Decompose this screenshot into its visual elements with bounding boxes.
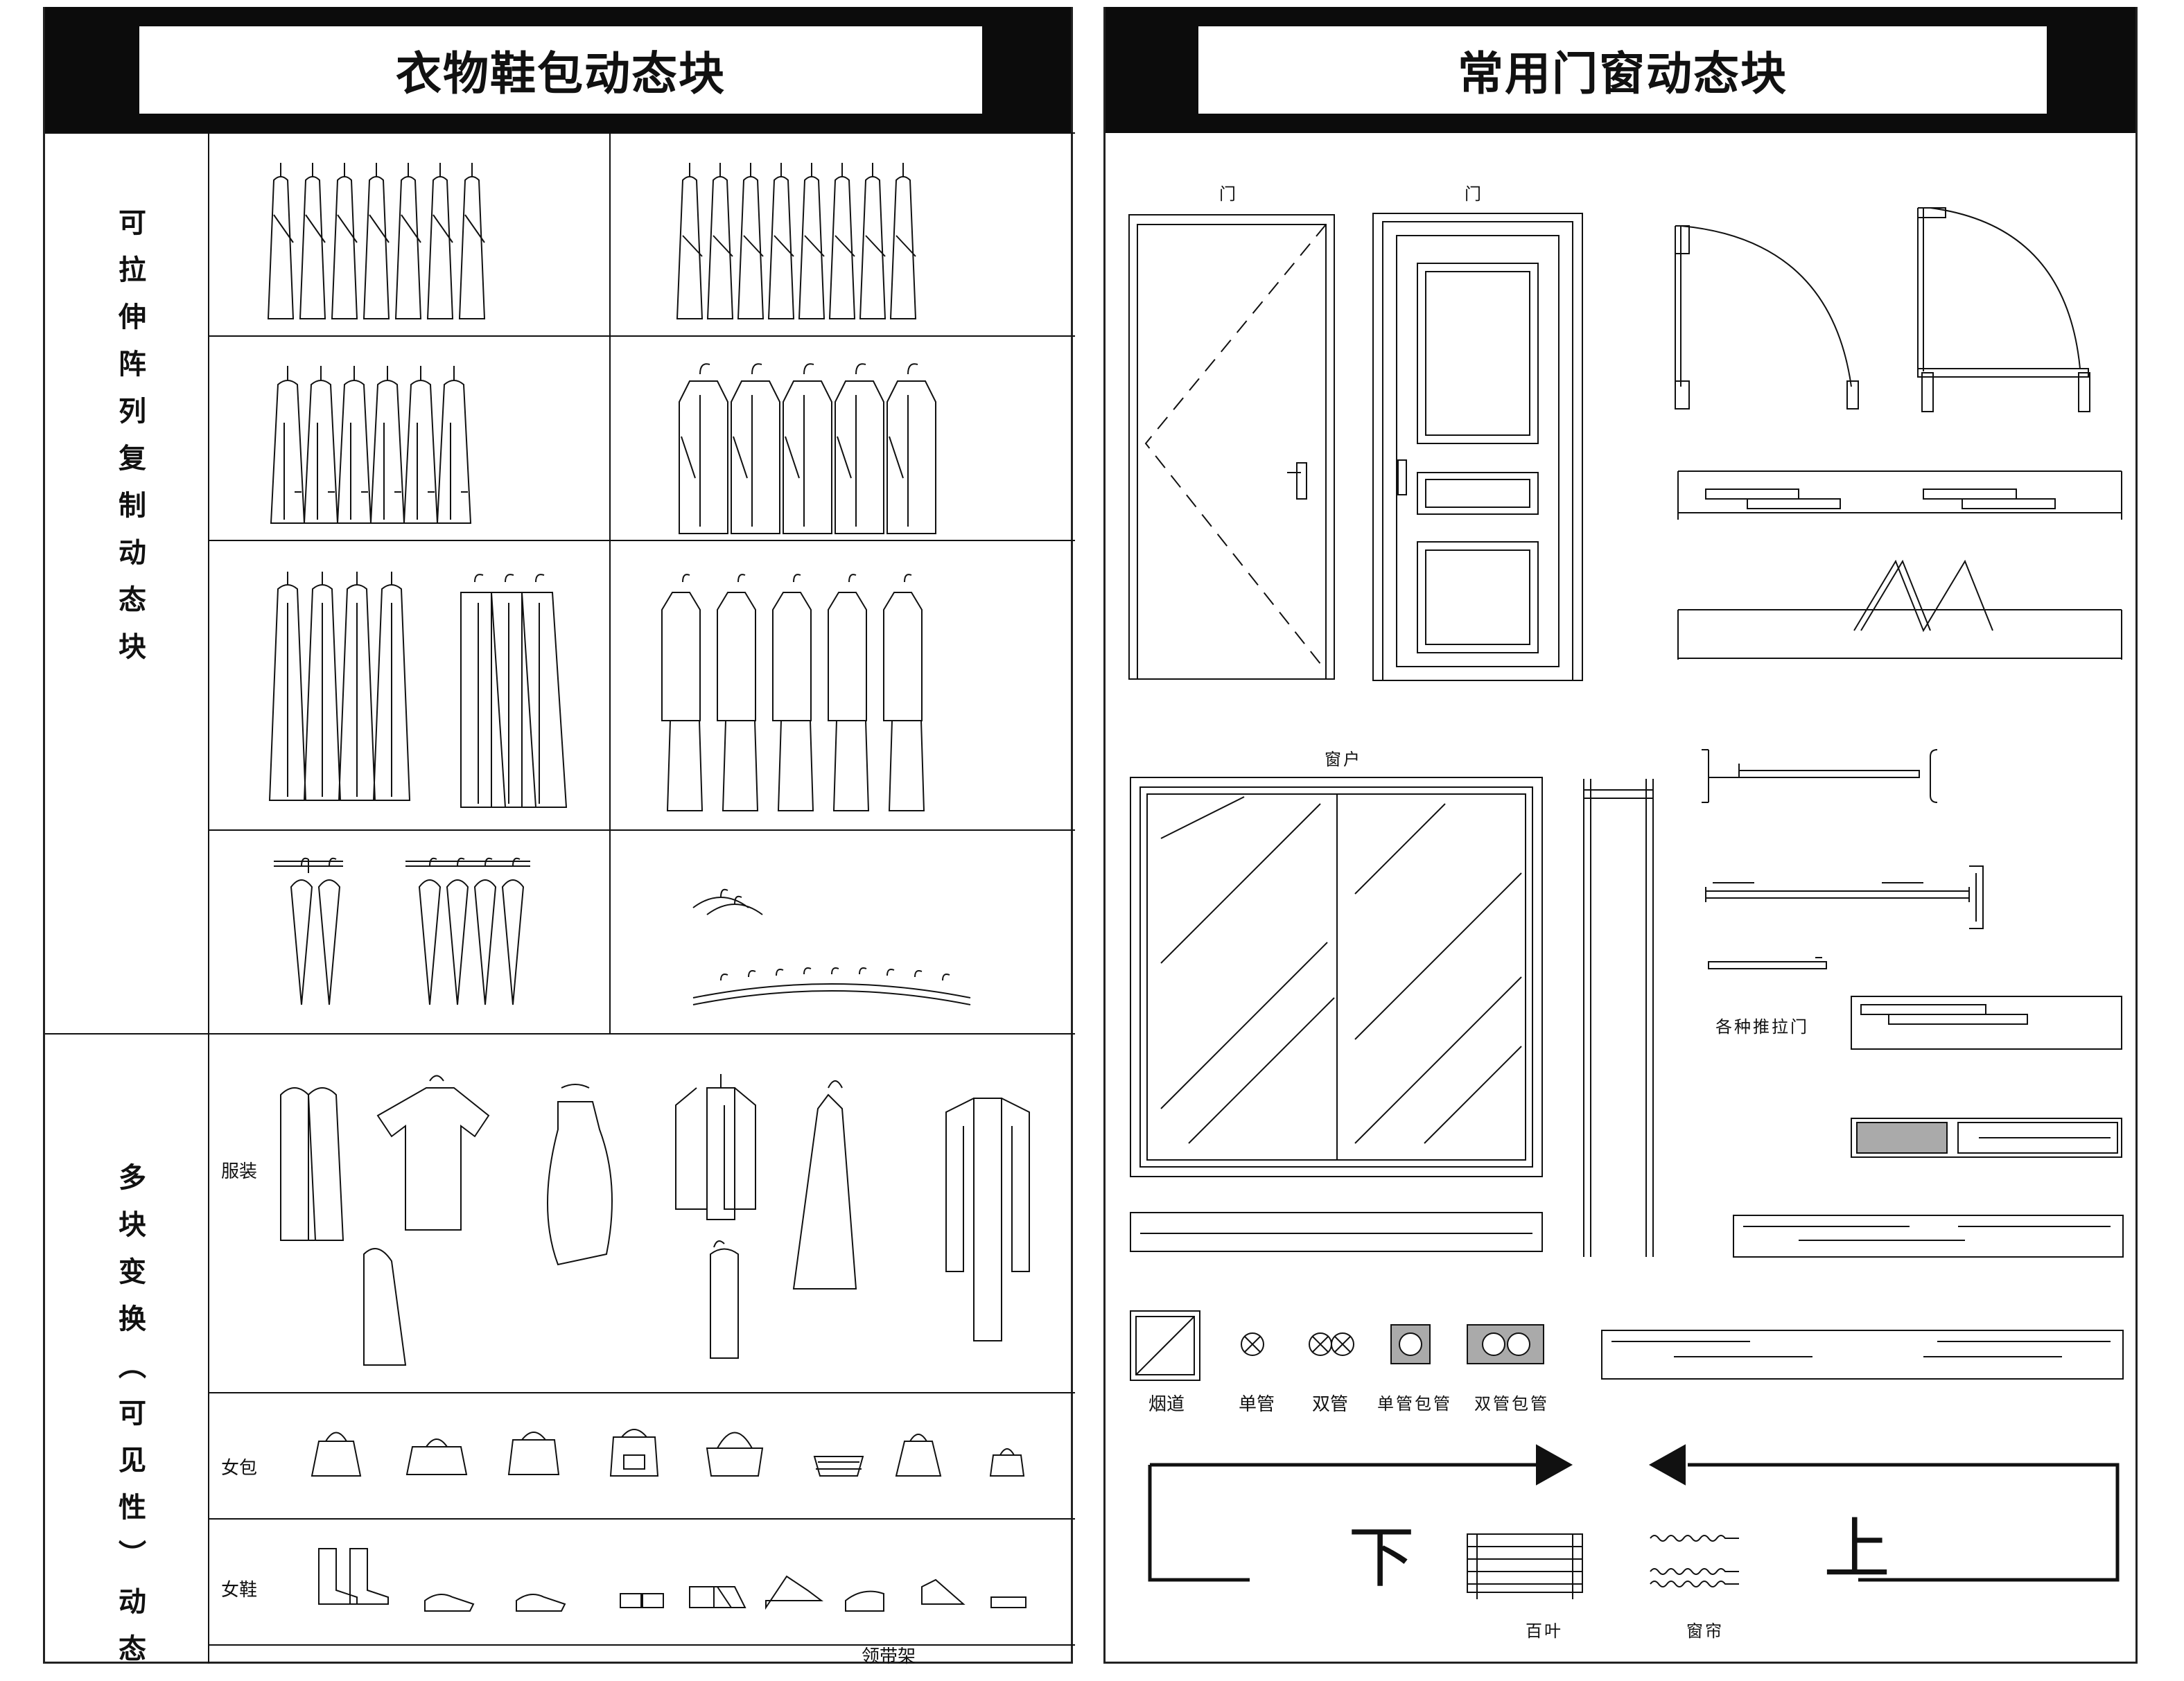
clothing-blocks-grid — [45, 132, 1075, 1664]
stretch-section-text: 可拉伸阵列复制动态块 — [114, 208, 146, 679]
shoes-label: 女鞋 — [221, 1580, 258, 1601]
jackets-row-5 — [679, 363, 936, 534]
swing-door-plan-1 — [1675, 225, 1859, 410]
double-pipe-label: 双管 — [1312, 1394, 1349, 1415]
flue-label: 烟道 — [1148, 1394, 1185, 1415]
window-label: 窗户 — [1325, 750, 1362, 769]
swing-door-plan-2 — [1917, 207, 2090, 412]
clothing-label: 服装 — [221, 1161, 258, 1182]
sliding-doors-label: 各种推拉门 — [1715, 1017, 1809, 1037]
curtain-symbol — [1650, 1535, 1739, 1587]
stairs-up-label: 上 — [1824, 1511, 1890, 1588]
coats-row-6 — [270, 366, 472, 524]
long-coats-row-4 — [268, 572, 411, 801]
clothing-blocks-panel: 衣物鞋包动态块 — [43, 7, 1075, 1681]
door-a-elevation — [1128, 214, 1335, 680]
single-pipe-label: 单管 — [1239, 1394, 1275, 1415]
single-pipe-wrap-label: 单管包管 — [1377, 1394, 1452, 1414]
shoes-row — [318, 1548, 1027, 1612]
suits-row — [661, 574, 925, 811]
blinds-label: 百叶 — [1526, 1621, 1563, 1641]
visibility-section-text: 多块变换（可见性）动态 — [114, 1163, 146, 1681]
left-panel-title: 衣物鞋包动态块 — [139, 26, 982, 114]
trousers-row-3 — [460, 574, 568, 808]
garment-bags-row-7 — [267, 163, 486, 319]
handbags-label: 女包 — [221, 1458, 258, 1479]
curtain-label: 窗帘 — [1686, 1621, 1724, 1641]
garment-bags-row-8 — [676, 163, 917, 319]
right-panel-title: 常用门窗动态块 — [1198, 26, 2047, 114]
pipe-symbols — [1130, 1310, 1544, 1381]
stair-arrows — [1148, 1444, 2120, 1582]
right-title-bar: 常用门窗动态块 — [1106, 7, 2135, 133]
double-pipe-wrap-label: 双管包管 — [1474, 1394, 1549, 1414]
tie-rack-label: 领带架 — [862, 1646, 916, 1667]
door-a-label: 门 — [1219, 184, 1238, 204]
stretch-section-label: 可拉伸阵列复制动态块 — [109, 208, 150, 679]
blinds-symbol — [1467, 1533, 1583, 1599]
handbags-row — [311, 1429, 1025, 1477]
doors-windows-panel: 常用门窗动态块 — [1103, 7, 2138, 1664]
window-elevation — [1130, 777, 1543, 1252]
sliding-door-plan-1 — [1677, 470, 2122, 520]
folding-door-plan — [1677, 559, 2122, 660]
stairs-down-label: 下 — [1348, 1519, 1415, 1596]
window-section — [1583, 779, 1654, 1257]
umbrellas-on-rail — [274, 857, 530, 1005]
door-b-label: 门 — [1465, 184, 1483, 204]
left-title-bar: 衣物鞋包动态块 — [45, 7, 1071, 133]
door-window-drawings — [1128, 207, 2124, 1599]
clothing-items — [280, 1074, 1030, 1366]
sliding-door-variants — [1601, 749, 2124, 1380]
door-b-elevation — [1372, 213, 1583, 681]
hangers-row — [692, 888, 971, 1005]
visibility-section-label: 多块变换（可见性）动态 — [109, 1163, 150, 1681]
